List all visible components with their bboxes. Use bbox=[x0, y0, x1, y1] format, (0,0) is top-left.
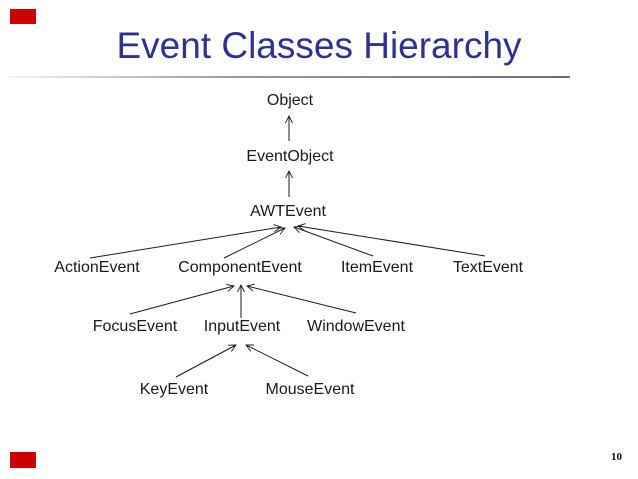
red-corner-marker-bottom bbox=[10, 452, 36, 468]
title-divider-line bbox=[8, 76, 570, 78]
edge-itemevent-to-awtevent bbox=[294, 227, 374, 257]
edge-focusevent-to-componentevent bbox=[129, 286, 234, 315]
node-action-event: ActionEvent bbox=[52, 259, 142, 277]
node-event-object: EventObject bbox=[244, 148, 336, 166]
page-number: 10 bbox=[611, 451, 622, 463]
node-object: Object bbox=[264, 92, 316, 110]
edge-componentevent-to-awtevent bbox=[223, 228, 285, 259]
node-mouse-event: MouseEvent bbox=[263, 381, 357, 399]
edge-windowevent-to-componentevent bbox=[247, 286, 357, 314]
edge-keyevent-to-inputevent bbox=[175, 345, 236, 378]
node-item-event: ItemEvent bbox=[338, 259, 416, 277]
node-window-event: WindowEvent bbox=[305, 318, 407, 336]
edge-textevent-to-awtevent bbox=[298, 226, 486, 257]
node-focus-event: FocusEvent bbox=[90, 318, 180, 336]
node-input-event: InputEvent bbox=[201, 318, 283, 336]
slide-title: Event Classes Hierarchy bbox=[116, 25, 522, 66]
red-corner-marker-top bbox=[10, 9, 36, 24]
node-component-event: ComponentEvent bbox=[176, 259, 304, 277]
node-text-event: TextEvent bbox=[450, 259, 526, 277]
edge-actionevent-to-awtevent bbox=[89, 227, 281, 259]
node-key-event: KeyEvent bbox=[137, 381, 211, 399]
edge-mouseevent-to-inputevent bbox=[246, 345, 309, 377]
node-awt-event: AWTEvent bbox=[248, 203, 328, 221]
